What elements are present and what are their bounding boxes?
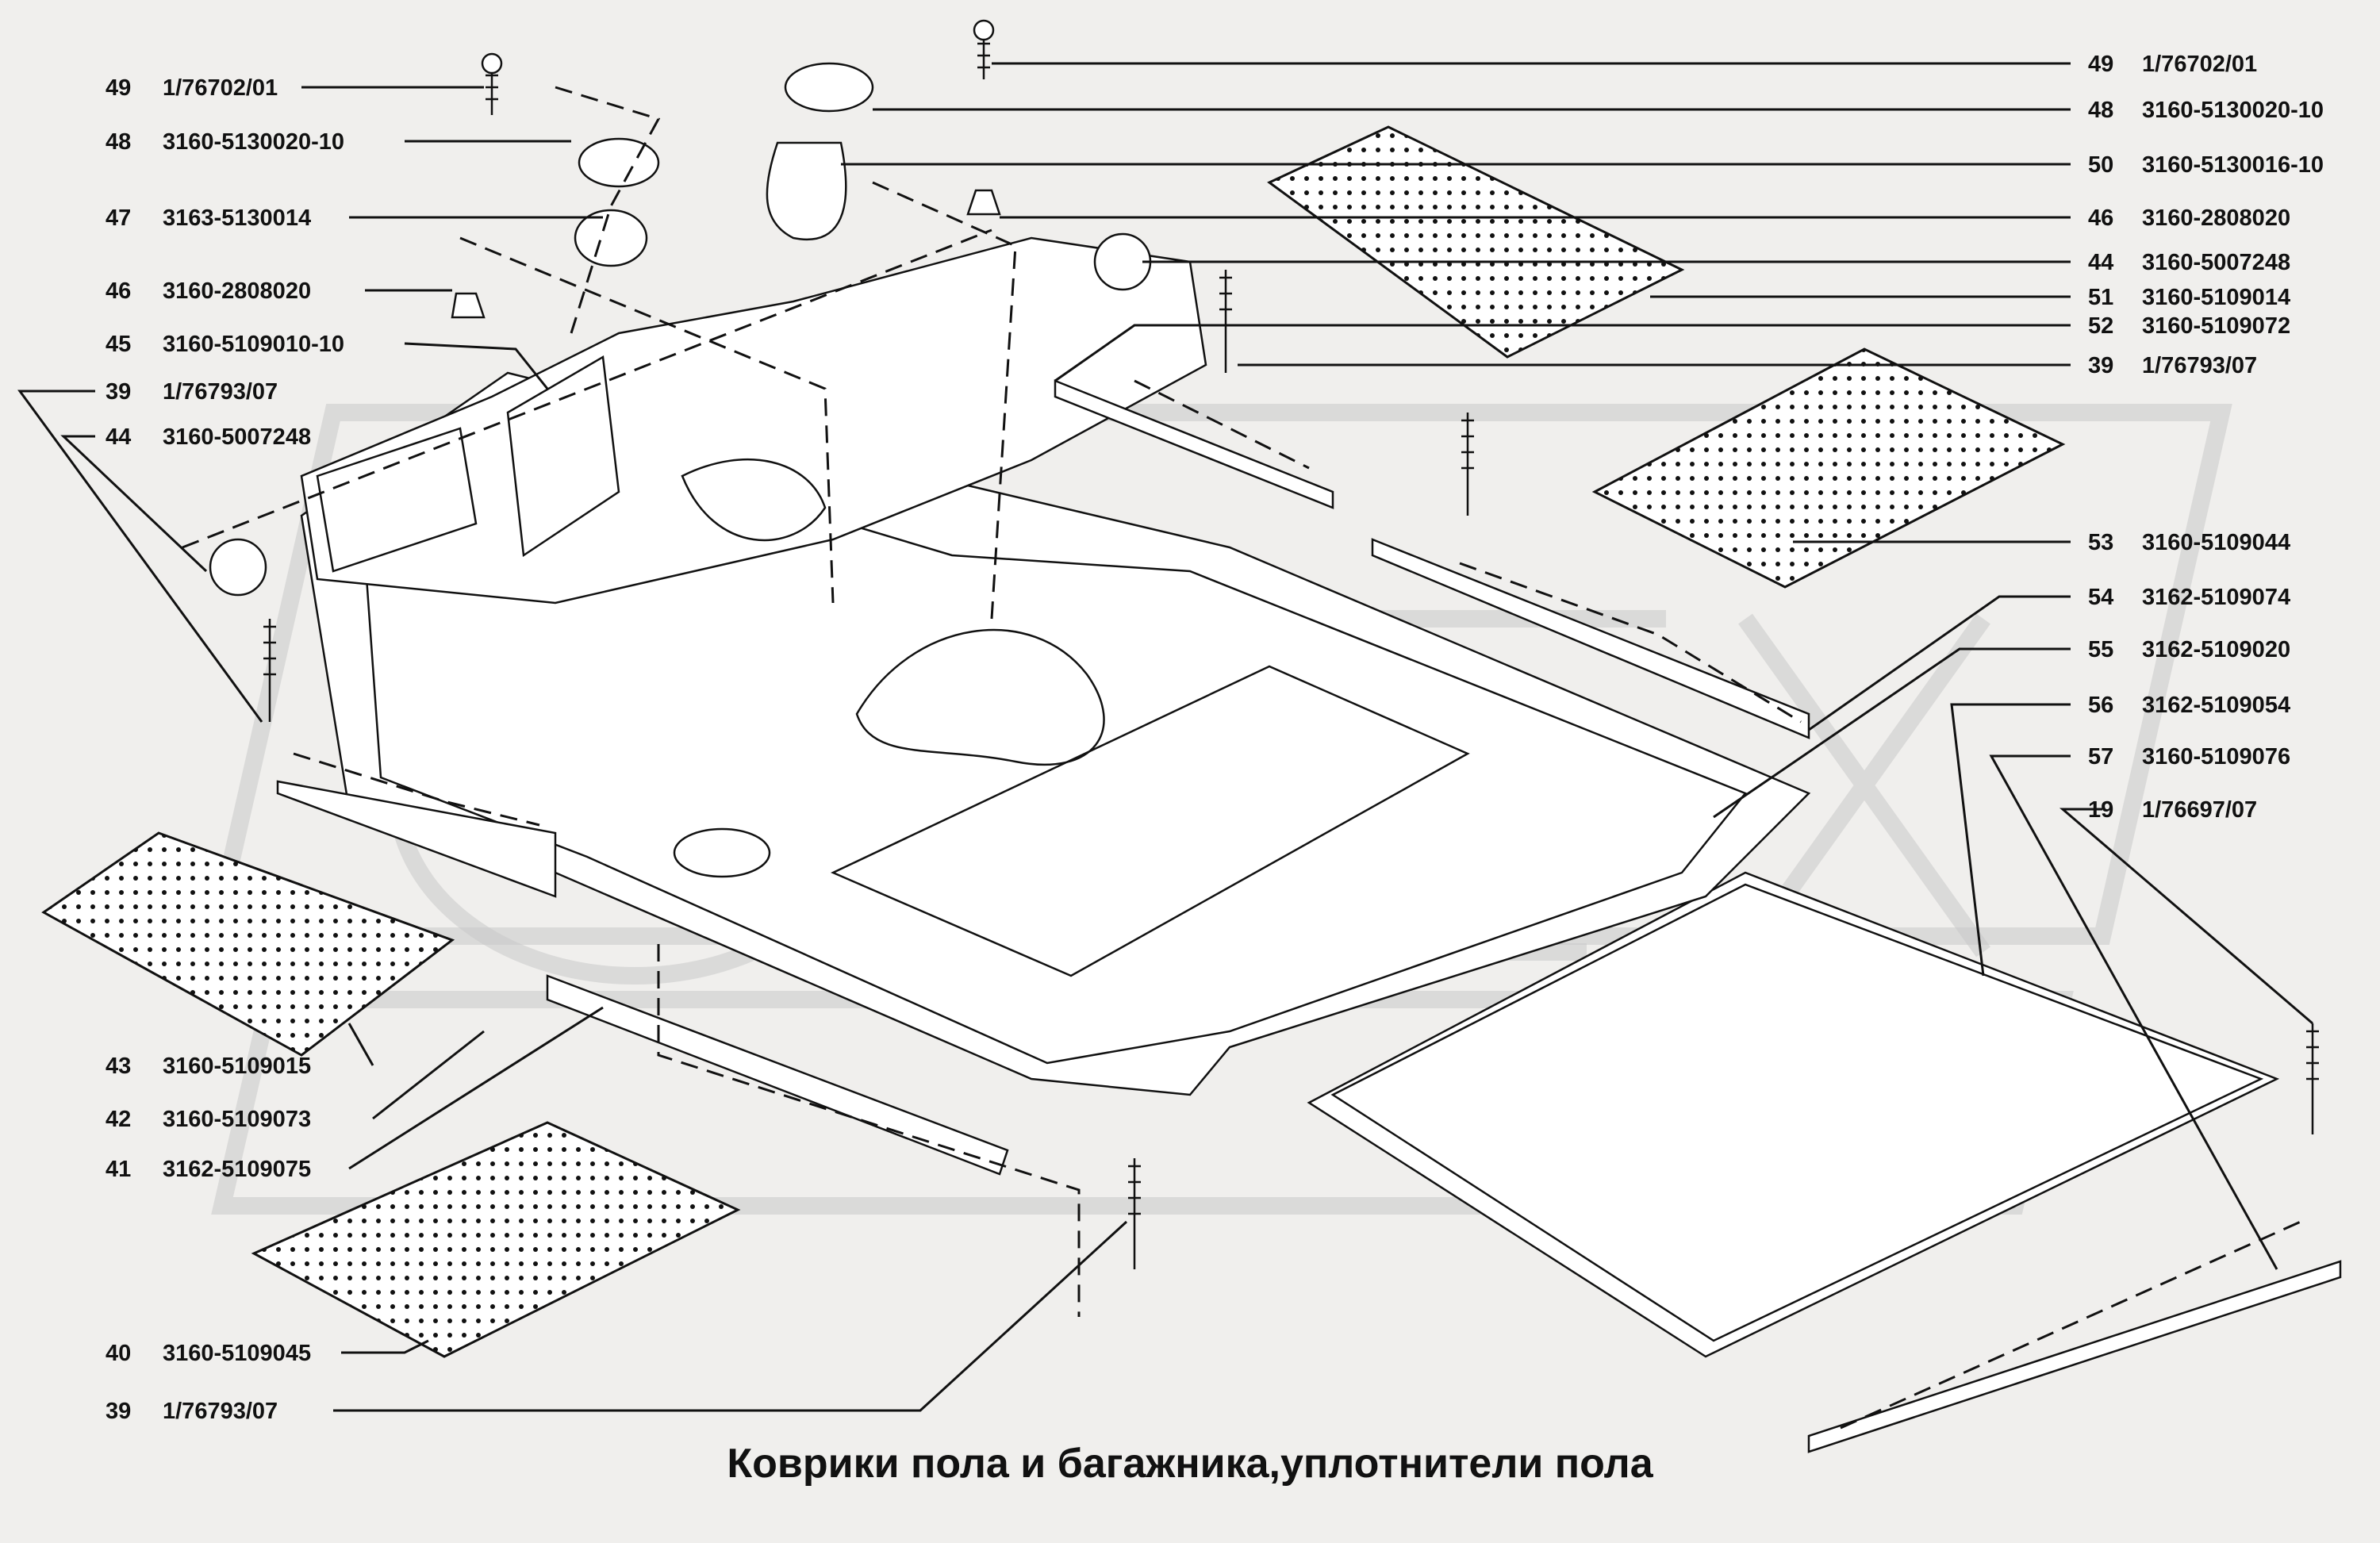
callout-code: 3162-5109054 (2142, 693, 2290, 718)
callout-num: 53 (2088, 530, 2113, 555)
floor-mats (41, 125, 2066, 1358)
callout-code: 1/76793/07 (163, 379, 278, 405)
assembly-guides (182, 86, 2301, 1430)
front-panel (300, 236, 1207, 605)
callout-num: 39 (2088, 353, 2113, 378)
callout-num: 46 (106, 278, 131, 304)
callout-num: 47 (106, 205, 131, 231)
callout-code: 3160-5109073 (163, 1107, 311, 1132)
trunk-mat (1307, 871, 2280, 1358)
callout-code: 3160-5109015 (163, 1054, 311, 1079)
callout-code: 3162-5109074 (2142, 585, 2290, 610)
callout-code: 3160-5007248 (163, 424, 311, 450)
callout-num: 40 (106, 1341, 131, 1366)
callout-code: 3160-5007248 (2142, 250, 2290, 275)
callout-code: 1/76793/07 (2142, 353, 2257, 378)
callout-num: 41 (106, 1157, 131, 1182)
callout-num: 39 (106, 379, 131, 405)
hardware-parts (209, 19, 2319, 1269)
callout-num: 50 (2088, 152, 2113, 178)
callout-code: 1/76793/07 (163, 1399, 278, 1424)
callout-code: 1/76702/01 (163, 75, 278, 101)
callout-num: 54 (2088, 585, 2113, 610)
callout-code: 3160-5130020-10 (163, 129, 344, 155)
callout-num: 42 (106, 1107, 131, 1132)
callout-code: 3160-5109076 (2142, 744, 2290, 770)
callout-code: 3160-5109045 (163, 1341, 311, 1366)
callout-num: 44 (2088, 250, 2113, 275)
callout-code: 3160-5130016-10 (2142, 152, 2324, 178)
diagram-title: Коврики пола и багажника,уплотнители пол… (727, 1441, 1653, 1487)
callout-code: 3160-5109010-10 (163, 332, 344, 357)
callout-num: 57 (2088, 744, 2113, 770)
callout-num: 48 (2088, 98, 2113, 123)
callout-code: 3163-5130014 (163, 205, 311, 231)
callout-num: 39 (106, 1399, 131, 1424)
callout-num: 45 (106, 332, 131, 357)
callout-code: 3162-5109020 (2142, 637, 2290, 662)
callout-num: 49 (106, 75, 131, 101)
seal-strips (276, 379, 2342, 1453)
callout-num: 46 (2088, 205, 2113, 231)
callout-num: 49 (2088, 52, 2113, 77)
callout-code: 1/76702/01 (2142, 52, 2257, 77)
callout-code: 1/76697/07 (2142, 797, 2257, 823)
callout-num: 44 (106, 424, 131, 450)
callout-code: 3162-5109075 (163, 1157, 311, 1182)
leader-lines (17, 62, 2313, 1412)
callout-code: 3160-5109072 (2142, 313, 2290, 339)
callout-num: 51 (2088, 285, 2113, 310)
callout-code: 3160-5109044 (2142, 530, 2290, 555)
callout-num: 52 (2088, 313, 2113, 339)
callout-num: 43 (106, 1054, 131, 1079)
callout-num: 19 (2088, 797, 2113, 823)
callout-code: 3160-5109014 (2142, 285, 2290, 310)
callout-code: 3160-5130020-10 (2142, 98, 2324, 123)
callout-code: 3160-2808020 (2142, 205, 2290, 231)
callout-labels: 49 1/76702/01 48 3160-5130020-10 47 3163… (106, 52, 2324, 1424)
callout-num: 48 (106, 129, 131, 155)
callout-num: 55 (2088, 637, 2113, 662)
callout-code: 3160-2808020 (163, 278, 311, 304)
callout-num: 56 (2088, 693, 2113, 718)
